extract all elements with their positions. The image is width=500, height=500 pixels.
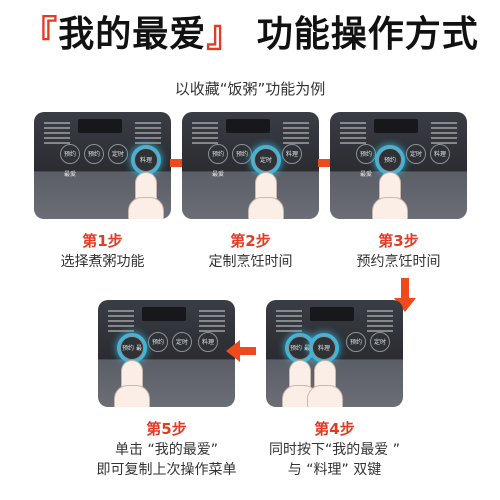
cook-button[interactable]: 料理: [430, 144, 450, 164]
indicator-lights: [276, 310, 302, 332]
step-1-desc: 选择煮粥功能: [60, 254, 145, 270]
favorite-button[interactable]: 预约 最爱: [60, 144, 80, 178]
step-5-label: 第5步: [146, 420, 187, 438]
timer-button[interactable]: 定时: [406, 144, 426, 164]
pressing-hand-right-icon: [307, 360, 343, 407]
panel-step-2: 预约 最爱 预约 定时 料理: [182, 112, 319, 219]
step-5-desc-line1: 单击 “我的最爱”: [115, 442, 218, 458]
favorite-button-highlighted[interactable]: 预约 最爱: [288, 336, 312, 376]
cook-button[interactable]: 料理: [282, 144, 302, 164]
panel-step-1: 预约 最爱 预约 定时 料理: [34, 112, 171, 219]
indicator-lights-right: [199, 310, 225, 332]
pressing-hand-icon: [128, 172, 164, 219]
display-screen: [374, 119, 418, 133]
favorite-button[interactable]: 预约 最爱: [208, 144, 228, 178]
favorite-button[interactable]: 预约 最爱: [356, 144, 376, 178]
step-4-desc-line2: 与 “料理” 双键: [287, 462, 382, 478]
timer-button[interactable]: 定时: [172, 332, 192, 352]
indicator-lights: [340, 122, 366, 144]
cook-button-highlighted[interactable]: 料理: [312, 336, 336, 360]
step-4-label: 第4步: [314, 420, 355, 438]
step-3-desc: 预约烹饪时间: [356, 254, 441, 270]
panel-step-5: 预约 最爱 预约 定时 料理: [98, 300, 235, 407]
pressing-hand-icon: [114, 360, 150, 407]
title-main: 我的最爱: [58, 14, 207, 55]
step-3-label: 第3步: [378, 232, 419, 250]
indicator-lights: [192, 122, 218, 144]
display-screen: [310, 307, 354, 321]
page-title: 『我的最爱』 功能操作方式: [0, 6, 500, 64]
display-screen: [142, 307, 186, 321]
title-close-bracket: 』: [206, 14, 244, 55]
timer-button[interactable]: 定时: [370, 332, 390, 352]
step-2-label: 第2步: [230, 232, 271, 250]
preset-button[interactable]: 预约: [346, 332, 366, 352]
preset-button-highlighted[interactable]: 预约: [378, 148, 402, 172]
indicator-lights: [108, 310, 134, 332]
display-screen: [78, 119, 122, 133]
preset-button[interactable]: 预约: [232, 144, 252, 164]
indicator-lights: [44, 122, 70, 144]
indicator-lights-right: [283, 122, 309, 144]
pressing-hand-icon: [372, 172, 408, 219]
preset-button[interactable]: 预约: [84, 144, 104, 164]
cook-button[interactable]: 料理: [198, 332, 218, 352]
indicator-lights-right: [367, 310, 393, 332]
timer-button[interactable]: 定时: [108, 144, 128, 164]
indicator-lights-right: [431, 122, 457, 144]
step-5-desc-line2: 即可复制上次操作菜单: [96, 462, 237, 478]
preset-button[interactable]: 预约: [148, 332, 168, 352]
step-2-desc: 定制烹饪时间: [208, 254, 293, 270]
pressing-hand-left-icon: [282, 360, 318, 407]
timer-button-highlighted[interactable]: 定时: [254, 148, 278, 172]
cook-button-highlighted[interactable]: 料理: [134, 148, 158, 172]
display-screen: [226, 119, 270, 133]
arrow-left-icon: [226, 340, 256, 362]
page-subtitle: 以收藏“饭粥”功能为例: [174, 80, 326, 98]
favorite-button-highlighted[interactable]: 预约 最爱: [120, 336, 144, 376]
title-rest: 功能操作方式: [243, 14, 479, 55]
title-open-bracket: 『: [21, 14, 59, 55]
panel-step-3: 预约 最爱 预约 定时 料理: [330, 112, 467, 219]
pressing-hand-icon: [248, 172, 284, 219]
step-1-label: 第1步: [82, 232, 123, 250]
step-4-desc-line1: 同时按下“我的最爱 ”: [269, 442, 400, 458]
panel-step-4: 预约 最爱 料理 预约 定时: [266, 300, 403, 407]
indicator-lights-right: [135, 122, 161, 144]
